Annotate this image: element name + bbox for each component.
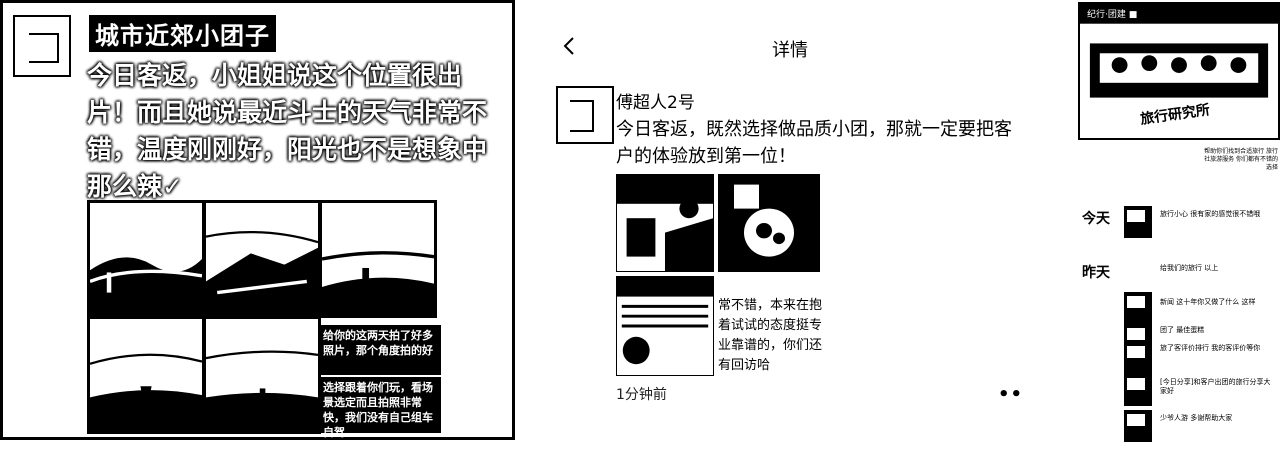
photo-thumbnail[interactable] — [203, 316, 321, 434]
photo-thumbnail[interactable] — [203, 200, 321, 318]
post-timestamp: 1分钟前 — [616, 387, 667, 403]
photo-thumbnail[interactable] — [87, 316, 205, 434]
more-options-icon[interactable]: •• — [998, 384, 1024, 405]
review-snippet: 给你的这两天拍了好多照片，那个角度拍的好 — [319, 325, 441, 375]
post-image[interactable] — [616, 174, 714, 272]
feed-item-text[interactable]: 旅了客评价排行 我的客评价等你 — [1160, 344, 1261, 352]
moments-feed-screen: 纪行·团建 ■ 旅行研究所 帮助你们找到合适旅行 旅行社旅游服务 你们都有不错的… — [1070, 0, 1280, 467]
post-image-text: 常不错，本来在抱着试试的态度挺专业靠谱的，你们还有回访哈 — [718, 298, 823, 373]
profile-signature: 帮助你们找到合适旅行 旅行社旅游服务 你们都有不错的选择 — [1204, 148, 1278, 171]
cover-caption: 今日客返，小姐姐说这个位置很出片！而且她说最近斗士的天气非常不错，温度刚刚好，阳… — [87, 61, 488, 201]
feed-thumbnail[interactable] — [1124, 342, 1152, 374]
photo-thumbnail[interactable] — [319, 200, 437, 318]
date-label-yesterday: 昨天 — [1082, 265, 1110, 281]
cover-banner[interactable]: 纪行·团建 ■ 旅行研究所 — [1078, 2, 1280, 140]
post-text: 今日客返，既然选择做品质小团，那就一定要把客户的体验放到第一位！ — [616, 119, 1012, 167]
feed-item-text[interactable]: 新闻 这十年你又做了什么 这样 — [1160, 298, 1256, 306]
post-image[interactable] — [718, 174, 820, 272]
feed-thumbnail[interactable] — [1124, 410, 1152, 442]
avatar — [13, 15, 71, 77]
feed-thumbnail[interactable] — [1124, 206, 1152, 238]
photo-thumbnail[interactable] — [87, 200, 205, 318]
avatar[interactable] — [556, 86, 614, 144]
review-snippet: 选择跟着你们玩，看场景选定而且拍照非常快，我们没有自己组车自驾 — [319, 377, 441, 439]
feed-item-text[interactable]: 旅行小心 很有家的感觉很不错哦 — [1160, 210, 1261, 218]
page-title: 详情 — [772, 40, 808, 61]
feed-item-text[interactable]: [今日分享]和客户出团的旅行分享大家好 — [1160, 378, 1271, 395]
banner-label: 纪行·团建 ■ — [1084, 7, 1141, 20]
date-label-today: 今天 — [1082, 211, 1110, 227]
post-author[interactable]: 傅超人2号 — [616, 93, 695, 113]
feed-item-text[interactable]: 团了 最佳蛋糕 — [1160, 326, 1205, 334]
back-arrow-icon[interactable] — [560, 36, 580, 56]
post-image[interactable] — [616, 276, 714, 376]
moments-cover-post: 城市近郊小团子 今日客返，小姐姐说这个位置很出片！而且她说最近斗士的天气非常不错… — [0, 0, 515, 440]
feed-item-text[interactable]: 给我们的旅行 以上 — [1160, 264, 1219, 272]
cover-title: 城市近郊小团子 — [89, 15, 276, 52]
post-detail-screen: 详情 傅超人2号 今日客返，既然选择做品质小团，那就一定要把客户的体验放到第一位… — [520, 0, 1060, 467]
feed-item-text[interactable]: 少爷人游 多谢帮助大家 — [1160, 414, 1233, 422]
feed-thumbnail[interactable] — [1124, 292, 1152, 324]
feed-thumbnail[interactable] — [1124, 374, 1152, 406]
photo-grid — [87, 200, 443, 435]
